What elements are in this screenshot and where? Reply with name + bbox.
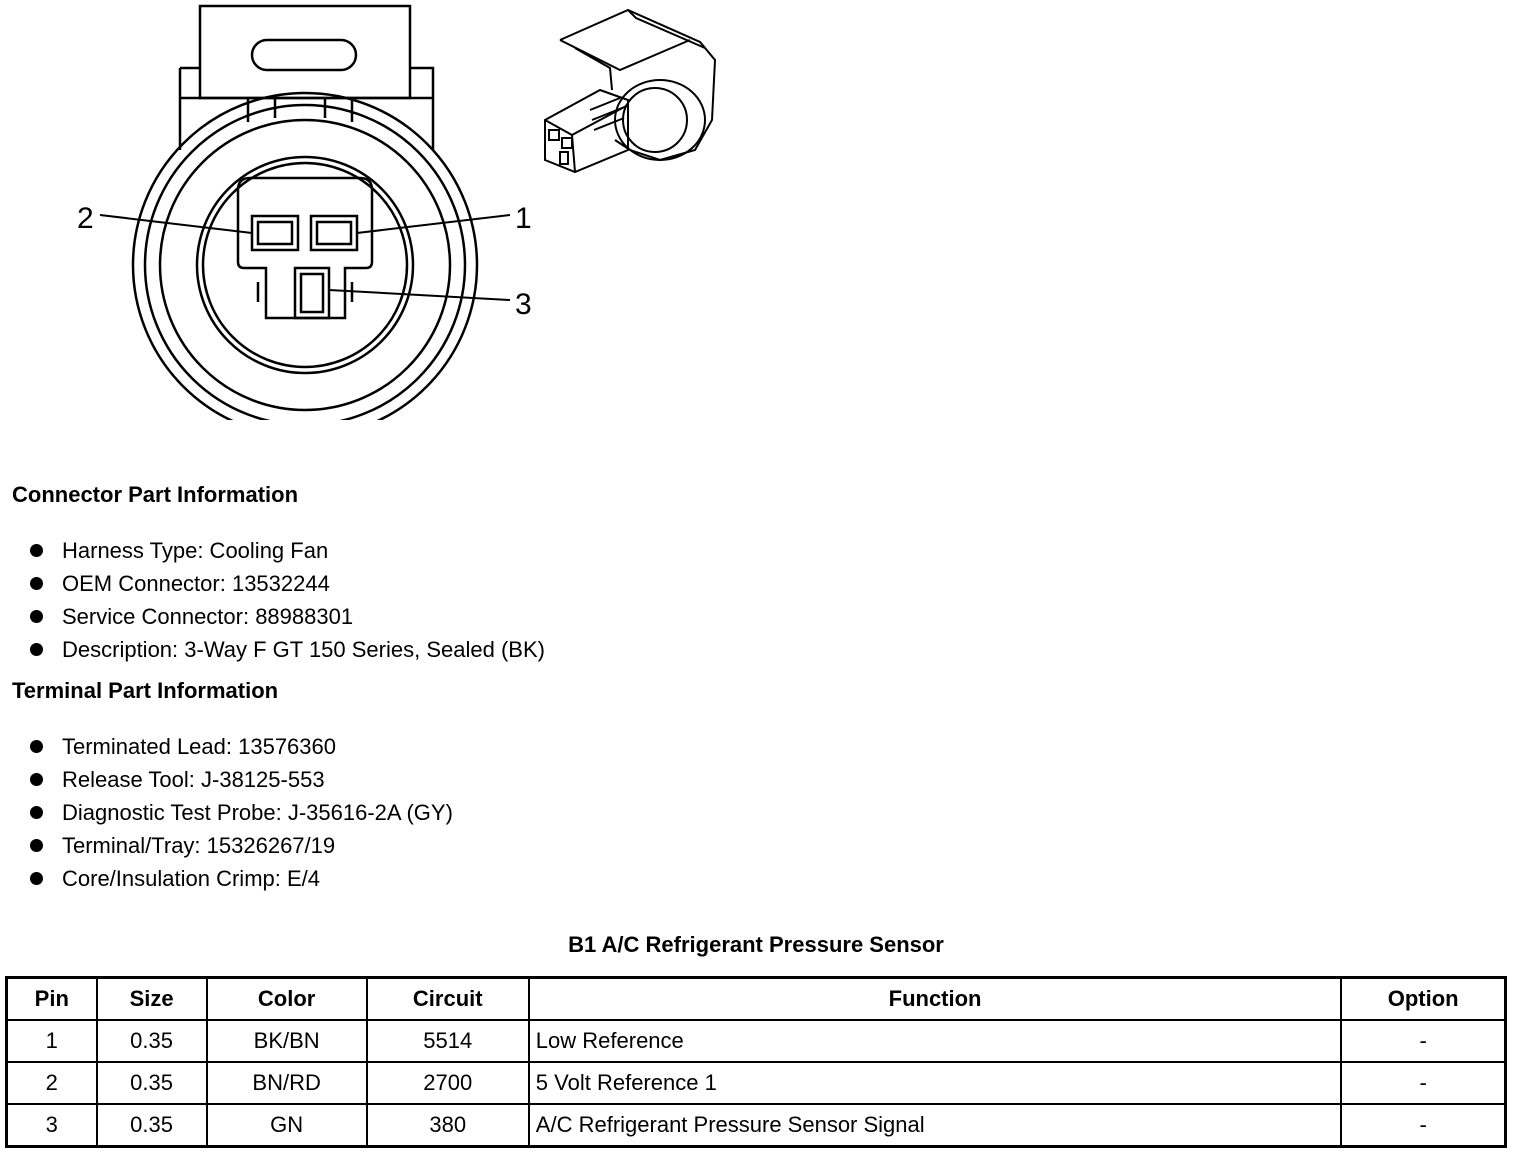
connector-part-info-list: Harness Type: Cooling Fan OEM Connector:…: [28, 534, 545, 666]
cell-color: GN: [205, 1103, 368, 1148]
pin-table-title: B1 A/C Refrigerant Pressure Sensor: [568, 932, 944, 957]
pin-callout-3: 3: [515, 288, 532, 321]
bullet-icon: [30, 872, 43, 885]
cell-function: A/C Refrigerant Pressure Sensor Signal: [527, 1103, 1343, 1148]
pin-callout-1: 1: [515, 202, 532, 235]
list-item: Description: 3-Way F GT 150 Series, Seal…: [28, 633, 545, 666]
cell-circuit: 2700: [365, 1061, 530, 1105]
cell-function: 5 Volt Reference 1: [527, 1061, 1343, 1105]
terminal-part-info-list: Terminated Lead: 13576360 Release Tool: …: [28, 730, 453, 895]
list-item: Service Connector: 88988301: [28, 600, 545, 633]
column-header-color: Color: [205, 976, 368, 1021]
cell-size: 0.35: [95, 1061, 208, 1105]
bullet-icon: [30, 544, 43, 557]
pin-callout-2: 2: [77, 202, 94, 235]
cell-option: -: [1340, 1019, 1507, 1063]
cell-circuit: 380: [365, 1103, 530, 1148]
pin-table: Pin Size Color Circuit Function Option 1…: [5, 976, 1507, 1148]
table-row: 1 0.35 BK/BN 5514 Low Reference -: [5, 1019, 1507, 1063]
connector-part-info-heading: Connector Part Information: [12, 482, 299, 507]
cell-circuit: 5514: [365, 1019, 530, 1063]
bullet-icon: [30, 740, 43, 753]
cell-option: -: [1340, 1061, 1507, 1105]
cell-pin: 3: [5, 1103, 98, 1148]
cell-pin: 1: [5, 1019, 98, 1063]
cell-color: BN/RD: [205, 1061, 368, 1105]
cell-size: 0.35: [95, 1019, 208, 1063]
bullet-icon: [30, 577, 43, 590]
list-item: OEM Connector: 13532244: [28, 567, 545, 600]
table-row: 3 0.35 GN 380 A/C Refrigerant Pressure S…: [5, 1103, 1507, 1148]
list-item: Harness Type: Cooling Fan: [28, 534, 545, 567]
cell-color: BK/BN: [205, 1019, 368, 1063]
list-item: Diagnostic Test Probe: J-35616-2A (GY): [28, 796, 453, 829]
bullet-icon: [30, 773, 43, 786]
table-row: 2 0.35 BN/RD 2700 5 Volt Reference 1 -: [5, 1061, 1507, 1105]
list-item: Core/Insulation Crimp: E/4: [28, 862, 453, 895]
cell-function: Low Reference: [527, 1019, 1343, 1063]
cell-size: 0.35: [95, 1103, 208, 1148]
cell-pin: 2: [5, 1061, 98, 1105]
table-header-row: Pin Size Color Circuit Function Option: [5, 976, 1507, 1021]
bullet-icon: [30, 643, 43, 656]
bullet-icon: [30, 806, 43, 819]
column-header-option: Option: [1340, 976, 1507, 1021]
terminal-part-info-heading: Terminal Part Information: [12, 678, 279, 703]
list-item: Release Tool: J-38125-553: [28, 763, 453, 796]
column-header-pin: Pin: [5, 976, 98, 1021]
bullet-icon: [30, 839, 43, 852]
list-item: Terminated Lead: 13576360: [28, 730, 453, 763]
column-header-size: Size: [95, 976, 208, 1021]
connector-face-diagram: 2 1 3: [77, 4, 532, 420]
bullet-icon: [30, 610, 43, 623]
connector-isometric-diagram: [544, 8, 717, 174]
column-header-function: Function: [527, 976, 1343, 1021]
column-header-circuit: Circuit: [365, 976, 530, 1021]
cell-option: -: [1340, 1103, 1507, 1148]
list-item: Terminal/Tray: 15326267/19: [28, 829, 453, 862]
